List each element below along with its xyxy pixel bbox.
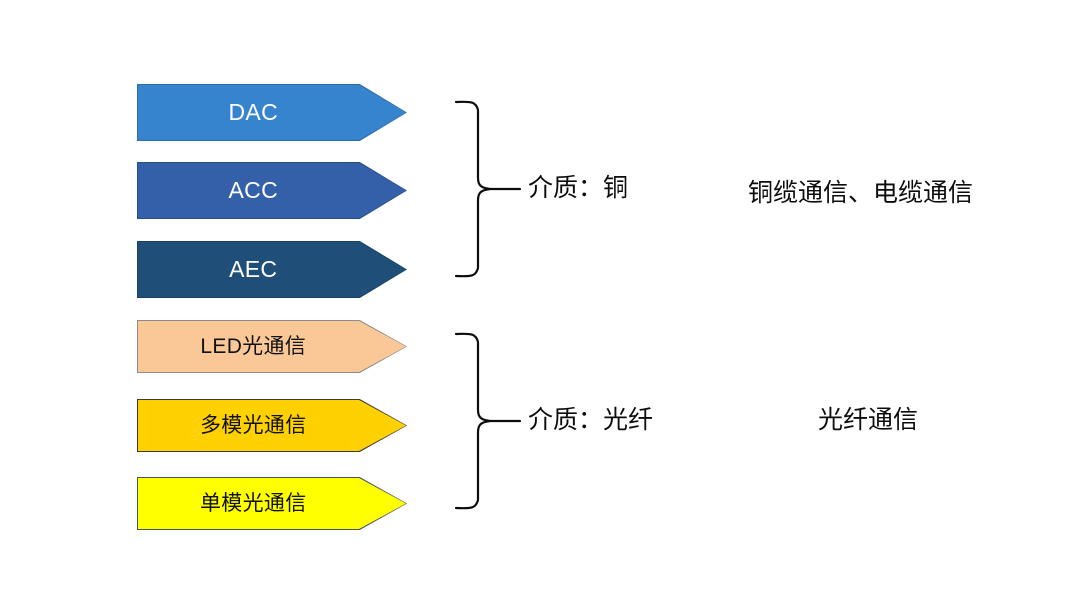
brace-copper [454,100,522,278]
usage-label-copper: 铜缆通信、电缆通信 [748,179,974,207]
medium-label-copper: 介质：铜 [528,174,629,202]
arrow-shape-dac[interactable]: DAC [138,85,406,140]
arrow-label-multimode: 多模光通信 [200,414,307,437]
arrow-label-aec: AEC [229,256,278,282]
arrow-shape-acc[interactable]: ACC [138,163,406,218]
usage-label-fiber: 光纤通信 [818,406,919,434]
arrow-label-dac: DAC [228,99,278,125]
arrow-shape-aec[interactable]: AEC [138,242,406,297]
arrow-shape-multimode[interactable]: 多模光通信 [138,400,406,451]
brace-fiber [454,332,522,510]
arrow-shape-led[interactable]: LED光通信 [138,321,406,372]
arrow-shape-singlemode[interactable]: 单模光通信 [138,478,406,529]
arrow-label-singlemode: 单模光通信 [200,492,307,515]
arrow-label-acc: ACC [228,177,278,203]
medium-label-fiber: 介质：光纤 [528,406,654,434]
arrow-label-led: LED光通信 [200,335,307,358]
